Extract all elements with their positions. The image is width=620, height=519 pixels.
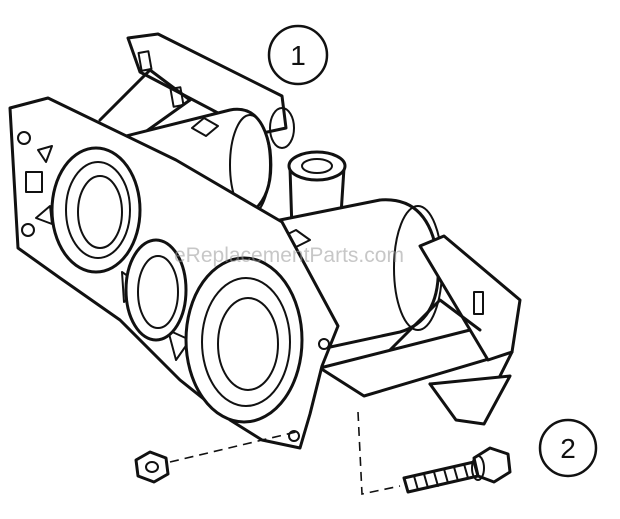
front-frame-upright [418,234,522,362]
callout-1: 1 [267,24,329,86]
rear-strut [98,68,152,122]
bolt-threads [413,463,469,491]
rear-plate-slot [137,50,153,72]
hex-nut [134,450,170,484]
frame-lower-bracket [428,374,512,426]
upper-cylinder-boss [191,117,219,137]
callout-2: 2 [538,418,598,478]
center-fitting-bore [301,158,333,174]
watermark-text: eReplacementParts.com [174,244,404,267]
lower-port-outer [184,256,304,424]
plate-bolt-hole [17,131,31,145]
middle-port-inner [137,255,179,329]
lower-port-inner [201,277,291,407]
callout-1-label: 1 [290,40,306,71]
frame-gusset [388,298,482,352]
bolt-leader-line [357,411,401,495]
plate-cutout-square [25,171,43,193]
rear-mounting-plate [126,32,288,136]
valve-body-assembly [8,32,522,450]
plate-bolt-hole [21,223,35,237]
hex-nut-bore [145,461,159,473]
plate-cutout-triangle [167,329,191,361]
bolt-head [472,446,512,484]
callout-1-circle [267,24,329,86]
center-fitting-top [287,150,347,182]
rear-port [269,107,295,149]
upper-port-bore [77,175,123,249]
plate-bolt-hole [288,430,300,442]
plate-cutout-triangle [37,145,53,163]
plate-bolt-hole [318,338,330,350]
callout-2-label: 2 [560,433,576,464]
fastener-hardware [134,411,512,495]
rear-strut [148,68,192,102]
lower-port-bore [217,297,279,391]
callout-2-circle [538,418,598,478]
frame-slot [473,291,484,315]
nut-leader-line [169,431,297,463]
bolt-washer [471,455,485,481]
upper-port-inner [65,161,131,259]
